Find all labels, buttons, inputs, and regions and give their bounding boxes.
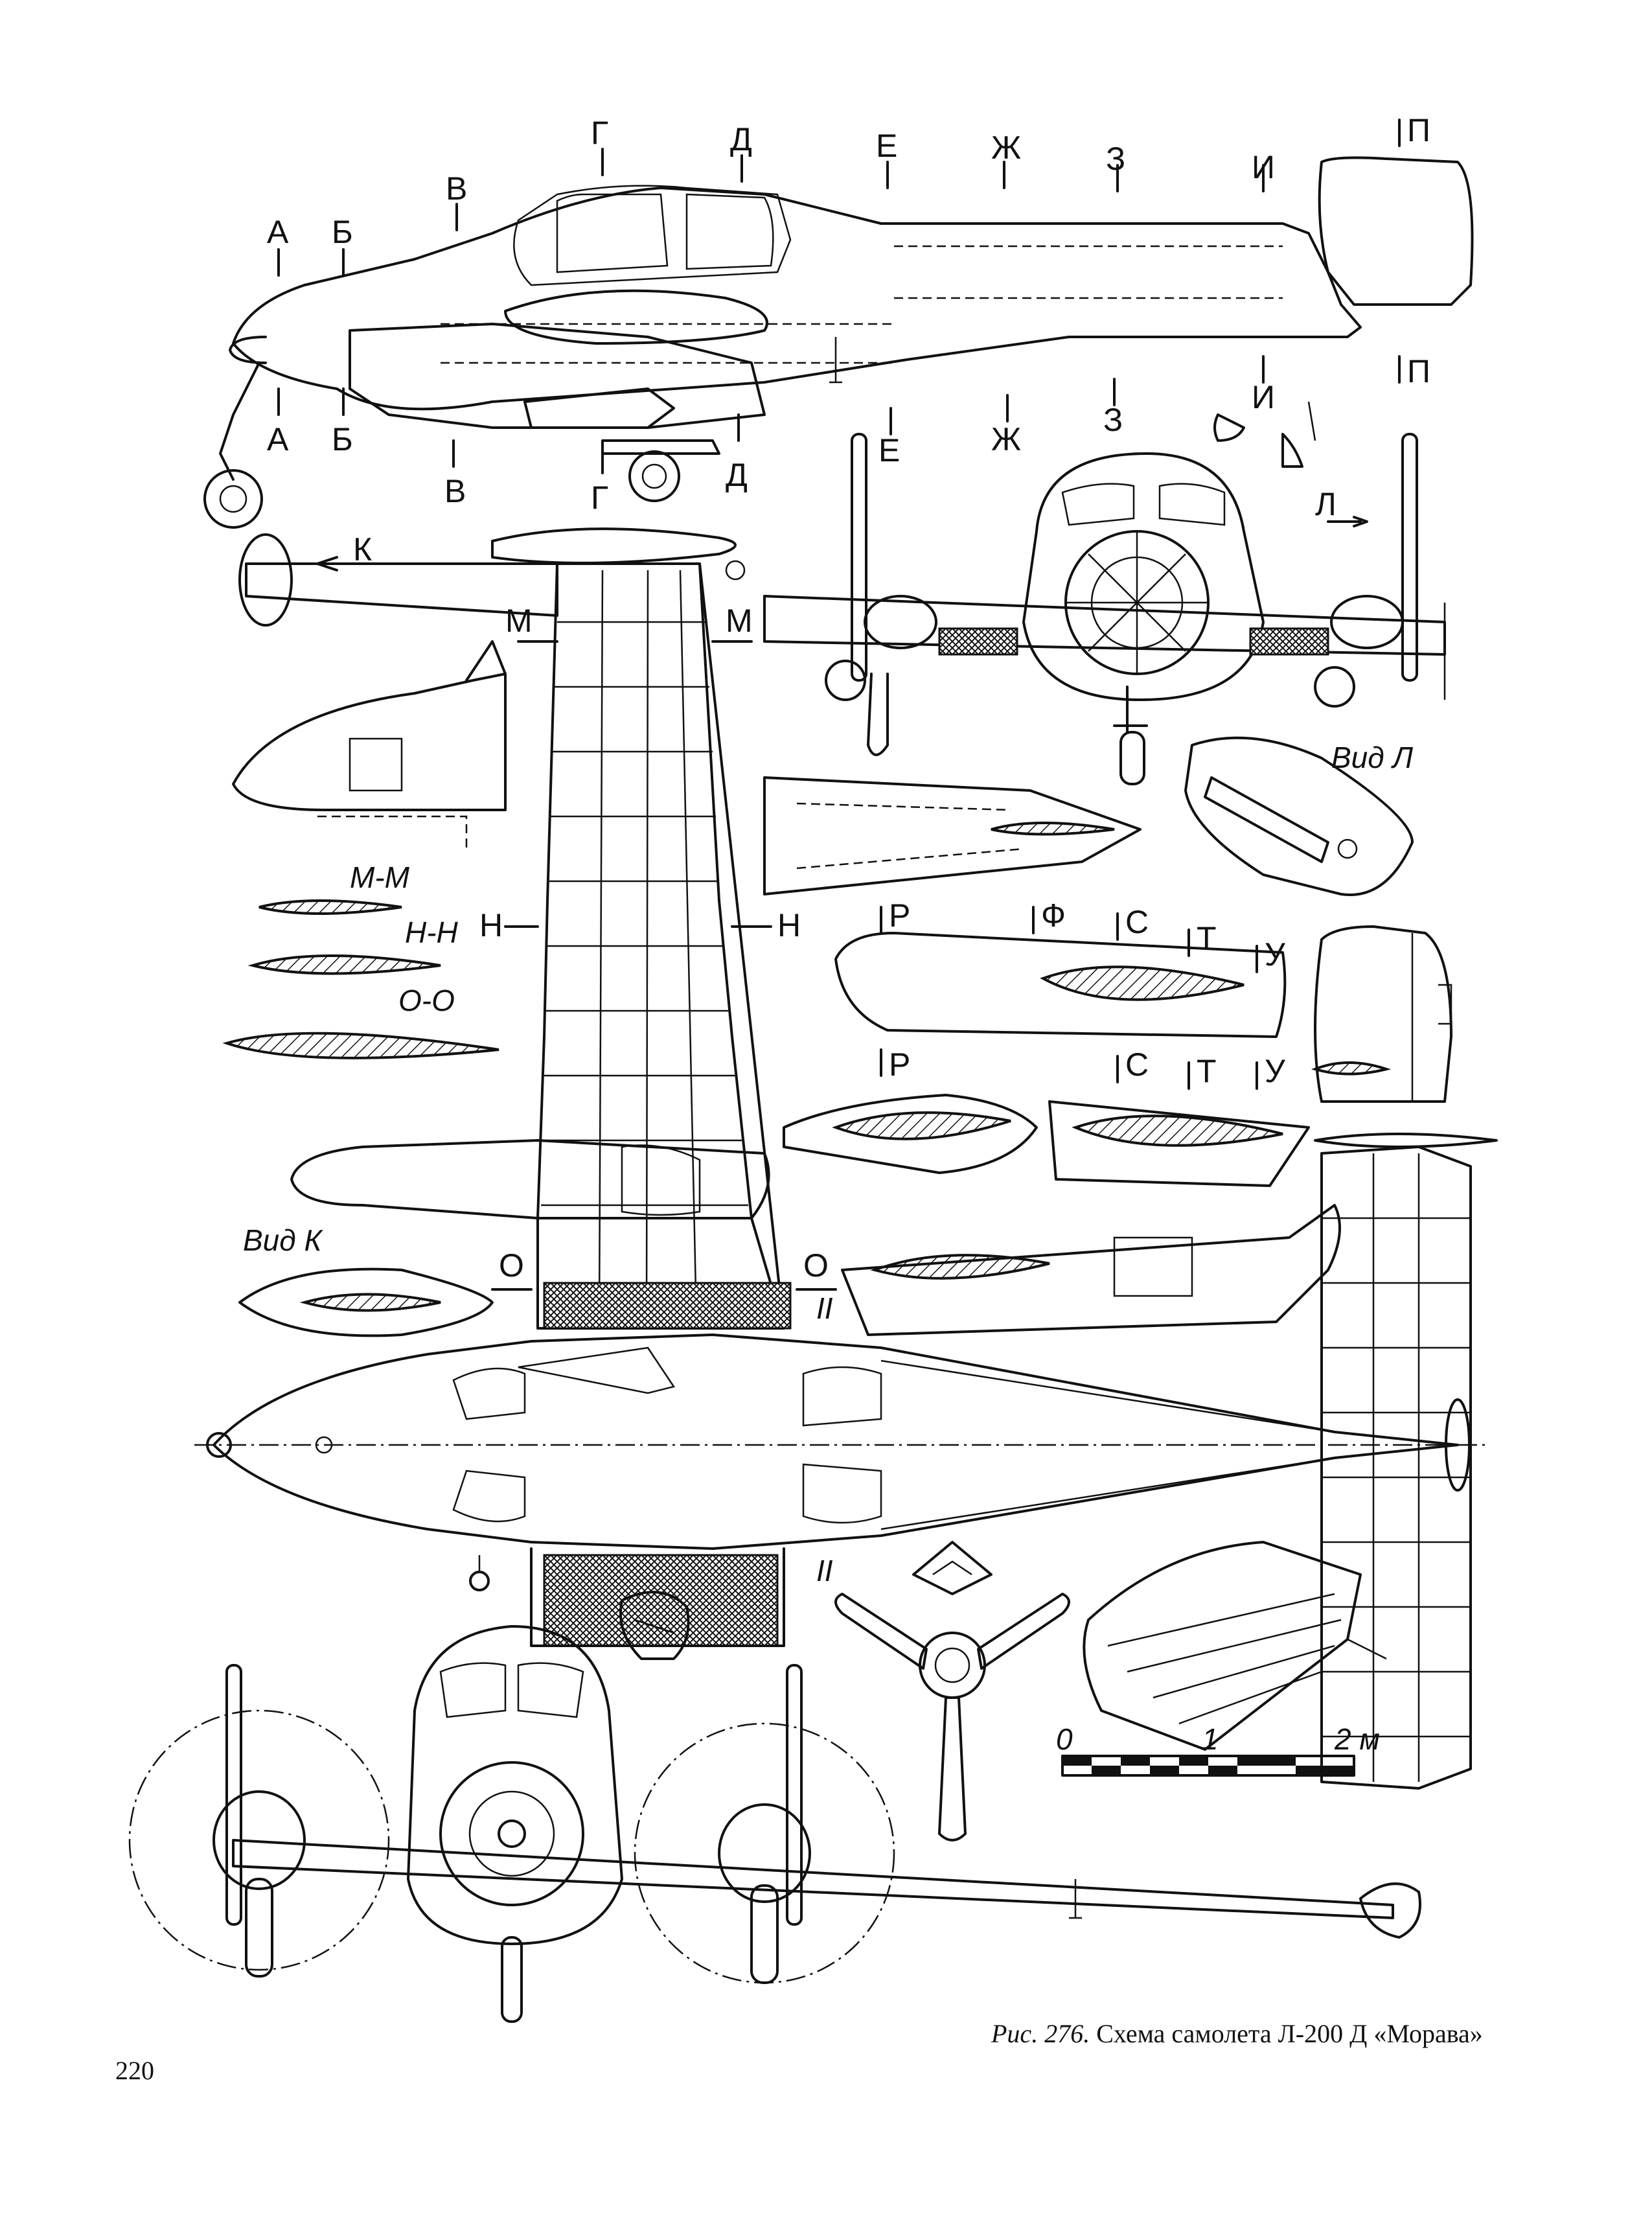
mark-z-top: З (1106, 141, 1125, 177)
mark-n-right: Н (777, 907, 801, 943)
mark-p-bottom: П (1407, 353, 1430, 389)
mark-r-top: Р (889, 897, 910, 934)
caption-prefix: Рис. 276. (991, 2019, 1090, 2048)
nacelle-side-profile (232, 640, 507, 849)
mark-g-top: Г (591, 115, 608, 151)
mark-e-top: Е (876, 128, 897, 164)
wing-plan: К М М Н Н О О (238, 527, 837, 1330)
section-title-nn: Н-Н (405, 916, 459, 949)
mark-i-top: И (1252, 149, 1275, 185)
side-view-section-marks: А А Б Б В В Г Г Д Д Е Е Ж Ж З З И И П П (267, 112, 1430, 516)
scale-label-2: 2 м (1334, 1722, 1380, 1756)
mark-g-bottom: Г (591, 479, 608, 516)
mark-b-bottom: Б (332, 421, 353, 457)
mark-o-right: О (803, 1247, 829, 1284)
page-number: 220 (115, 2056, 154, 2085)
detail-view-l: Вид Л (1184, 736, 1414, 896)
view-k-label: Вид К (243, 1223, 323, 1257)
mark-z-bottom: З (1103, 402, 1123, 438)
mark-d-bottom: Д (726, 457, 748, 493)
nacelle-top-view (290, 1139, 770, 1219)
scale-label-0: 0 (1056, 1722, 1073, 1756)
nacelle-section-marks: Р Ф С Т У Р С Т У (880, 897, 1285, 1090)
mark-d-top: Д (730, 121, 752, 157)
mark-o-left: О (499, 1247, 524, 1284)
stabilizer-plan (1314, 1133, 1498, 1790)
flap-detail (1083, 1541, 1387, 1751)
mark-m-right: М (726, 603, 753, 639)
front-view-lower (128, 1591, 1421, 2023)
scale-bar: 0 1 2 м (1056, 1722, 1380, 1777)
front-view-upper: Л (763, 433, 1446, 785)
tail-cone-detail (763, 776, 1141, 895)
mark-b-top: Б (332, 214, 353, 250)
mark-ii-top: II (816, 1291, 833, 1325)
fuselage-plan: II II (194, 1291, 1490, 1647)
mark-zh-top: Ж (991, 130, 1021, 166)
mark-p-top: П (1407, 112, 1430, 148)
mark-f: Ф (1041, 897, 1066, 934)
mark-r-bottom: Р (889, 1046, 910, 1083)
mark-a-top: А (267, 214, 289, 250)
mark-m-left: М (505, 603, 533, 639)
mark-s-bottom: С (1125, 1046, 1149, 1083)
section-title-mm: М-М (350, 860, 410, 894)
mark-u-top: У (1265, 936, 1285, 973)
mark-t-bottom: Т (1197, 1053, 1217, 1089)
figure-caption: Рис. 276. Схема самолета Л-200 Д «Морава… (991, 2018, 1483, 2049)
mark-e-bottom: Е (878, 432, 900, 468)
fin-detail (1311, 925, 1452, 1103)
airfoil-sections: М-М Н-Н О-О (222, 860, 499, 1059)
mark-v-bottom: В (444, 473, 466, 509)
mark-k: К (353, 531, 372, 568)
detail-view-k: Вид К (238, 1223, 494, 1337)
mark-ii-bottom: II (816, 1554, 833, 1587)
mark-n-left: Н (479, 907, 503, 943)
mark-u-bottom: У (1265, 1053, 1285, 1089)
caption-text: Схема самолета Л-200 Д «Морава» (1096, 2019, 1483, 2048)
section-title-oo: О-О (398, 984, 455, 1017)
side-view (203, 156, 1474, 529)
mark-l: Л (1315, 486, 1337, 522)
mark-t-top: Т (1197, 920, 1217, 956)
mark-a-bottom: А (267, 421, 289, 457)
mark-s-top: С (1125, 904, 1149, 940)
nacelle-sections (783, 932, 1341, 1336)
mark-i-bottom: И (1252, 379, 1275, 415)
scale-label-1: 1 (1202, 1722, 1219, 1756)
mark-v-top: В (446, 170, 467, 207)
view-l-label: Вид Л (1331, 741, 1413, 774)
propeller-detail (834, 1541, 1070, 1841)
mark-zh-bottom: Ж (991, 421, 1021, 457)
